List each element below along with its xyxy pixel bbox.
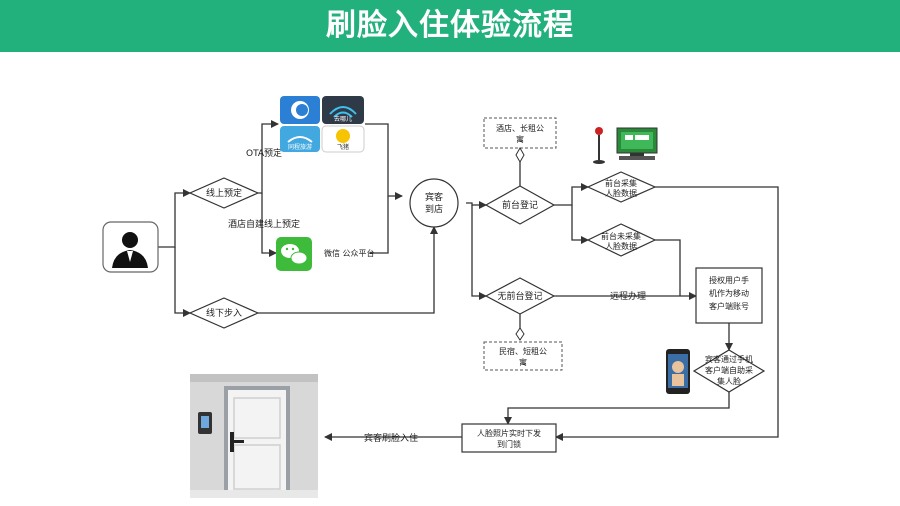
offline-walkin-diamond: 线下步入 [188,297,260,329]
person-icon [102,221,159,273]
edge-phone-deliver [504,392,730,425]
authorize-phone-box: 授权用户手 机作为移动 客户端账号 [695,267,763,324]
desk-collect-label-1: 前台采集 [605,178,637,188]
edge-offline-arrival [258,226,438,314]
qunar-app-icon: 去哪儿 [322,96,364,124]
face-deliver-label-1: 人脸照片实时下发 [477,428,541,438]
phone-collect-label-1: 宾客通过手机 [705,354,753,364]
mobile-phone-icon [666,349,690,394]
edge-arrival-frontdesk [466,201,487,209]
qunar-app-label: 去哪儿 [334,115,352,123]
authorize-phone-label-2: 机作为移动 [709,288,749,298]
tongcheng-app-label: 同程旅游 [288,143,312,151]
phone-collect-diamond: 宾客通过手机 客户端自助采 集人脸 [692,349,766,393]
edge-label-self-built: 酒店自建线上预定 [228,218,300,230]
edge-ota-arrival [365,123,403,200]
homestay-apartment-label-2: 寓 [519,357,527,367]
homestay-apartment-box: 民宿、短租公 寓 [483,327,563,371]
face-deliver-label-2: 到门锁 [497,439,521,449]
edge-label-ota: OTA预定 [246,147,282,159]
face-camera-icon [593,127,605,164]
wechat-caption: 微信 公众平台 [324,248,375,258]
desktop-monitor-icon [616,127,658,160]
desk-not-collect-diamond: 前台未采集 人脸数据 [586,223,657,257]
edge-collect-deliver [555,186,779,441]
desk-not-collect-label-1: 前台未采集 [601,231,641,241]
no-front-desk-label: 无前台登记 [497,290,542,302]
edge-notcollect-authorize [655,239,681,296]
edge-wechat-arrival [370,196,389,254]
guest-arrival-circle: 宾客 到店 [409,178,459,228]
phone-collect-label-2: 客户端自助采 [705,365,753,375]
edges [158,120,779,441]
edge-frontdesk-collect [554,183,589,206]
guest-arrival-label-1: 宾客 [425,191,443,203]
feizhu-app-icon: 飞猪 [321,125,365,153]
hotel-apartment-box: 酒店、长租公 寓 [483,117,557,164]
edge-online-wechat [261,193,277,257]
title-bar: 刷脸入住体验流程 [0,0,900,52]
edge-person-offline [174,247,191,317]
edge-person-online [158,189,191,248]
hotel-apartment-label-2: 寓 [516,134,524,144]
smart-door-image [190,374,318,498]
desk-not-collect-label-2: 人脸数据 [605,241,637,251]
front-desk-label: 前台登记 [502,199,538,211]
face-data-deliver-box: 人脸照片实时下发 到门锁 [461,423,557,453]
online-booking-label: 线上预定 [206,187,242,199]
online-booking-diamond: 线上预定 [188,177,260,209]
guest-arrival-label-2: 到店 [425,203,443,215]
hotel-apartment-label-1: 酒店、长租公 [496,123,544,133]
no-front-desk-diamond: 无前台登记 [484,277,556,315]
front-desk-diamond: 前台登记 [484,185,556,225]
feizhu-app-label: 飞猪 [337,143,349,151]
edge-online-ota [258,120,279,194]
page-title: 刷脸入住体验流程 [326,8,574,43]
authorize-phone-label-1: 授权用户手 [709,275,749,285]
phone-collect-label-3: 集人脸 [717,376,741,386]
ota-app-icons: 去哪儿 同程旅游 飞猪 [280,96,365,153]
wechat-icon [276,237,312,271]
offline-walkin-label: 线下步入 [206,307,242,319]
authorize-phone-label-3: 客户端账号 [709,301,749,311]
edge-frontdesk-notcollect [571,205,589,244]
ctrip-app-icon [280,96,320,124]
tongcheng-app-icon: 同程旅游 [280,126,320,152]
desk-collect-diamond: 前台采集 人脸数据 [586,171,657,203]
edge-label-remote: 远程办理 [610,290,646,302]
edge-label-checkin: 宾客刷脸入住 [364,432,418,444]
homestay-apartment-label-1: 民宿、短租公 [499,346,547,356]
desk-collect-label-2: 人脸数据 [605,188,637,198]
edge-arrival-nofrontdesk [471,205,487,300]
